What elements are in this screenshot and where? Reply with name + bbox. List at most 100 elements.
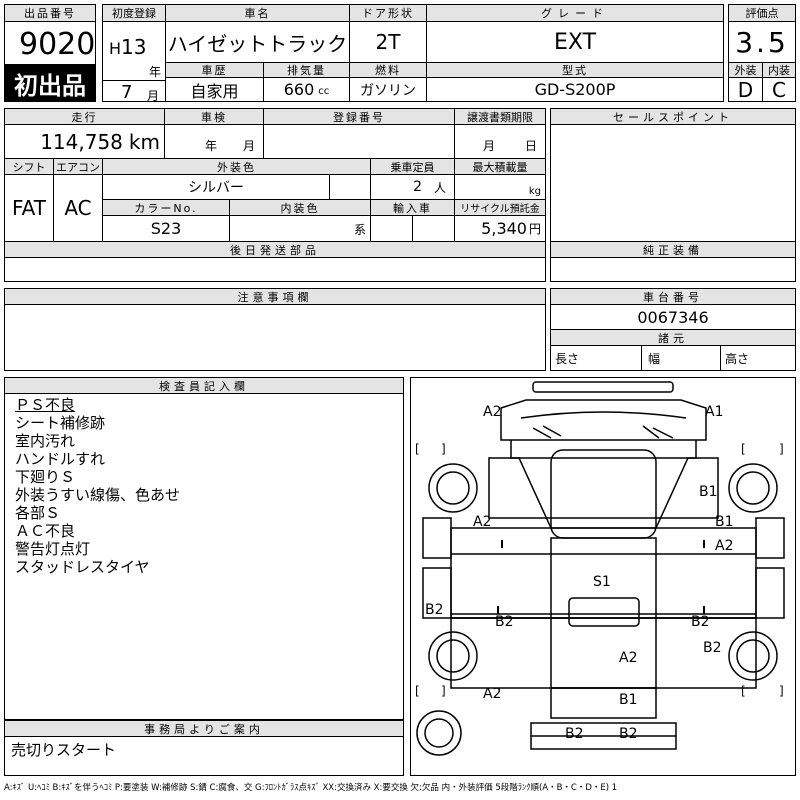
bracket-mark: [: [741, 442, 746, 456]
car-name-label: 車名: [165, 4, 350, 22]
displacement-cell: 660 cc: [263, 77, 350, 102]
displacement: 660: [283, 80, 315, 99]
damage-mark: B2: [703, 640, 722, 656]
damage-mark: B2: [495, 614, 514, 630]
ext-color: シルバー: [102, 174, 330, 200]
recycle-cell: 5,340 円: [454, 215, 546, 242]
remark-item: ＡＣ不良: [15, 522, 76, 540]
transfer-month-unit: 月: [482, 139, 495, 153]
ext-color-label: 外装色: [102, 158, 371, 175]
max-load-cell: kg: [454, 174, 546, 200]
bracket-mark: ]: [441, 442, 446, 456]
height-cell: 高さ: [720, 345, 796, 371]
lot-label: 出品番号: [4, 4, 96, 22]
genuine-label: 純正装備: [550, 241, 796, 258]
remark-item: 下廻りＳ: [15, 468, 76, 486]
length-cell: 長さ: [550, 345, 642, 371]
remark-item: シート補修跡: [15, 414, 106, 432]
recycle-unit: 円: [528, 222, 541, 236]
genuine-area: [550, 257, 796, 282]
damage-mark: B2: [565, 726, 584, 742]
damage-mark: B1: [699, 484, 718, 500]
ext-color-extra: [329, 174, 371, 200]
door-type: 2T: [349, 21, 427, 63]
door-label: ドア形状: [349, 4, 427, 22]
reg-no-cell: [263, 124, 455, 159]
mileage-label: 走行: [4, 108, 165, 125]
first-reg-year: 13: [121, 35, 147, 59]
damage-mark: B2: [425, 602, 444, 618]
office-area: 売切りスタート: [4, 736, 404, 776]
truck-outline: [416, 381, 785, 756]
notes-label: 注意事項欄: [4, 288, 546, 305]
int-color-cell: 系: [229, 215, 371, 242]
inspection-label: 車検: [164, 108, 264, 125]
exterior-grade: D: [728, 77, 763, 102]
inspector-label: 検査員記入欄: [4, 377, 404, 394]
remark-item: 各部Ｓ: [15, 504, 61, 522]
model: GD-S200P: [426, 77, 724, 102]
bracket-mark: [: [741, 684, 746, 698]
inspector-area: ＰＳ不良 シート補修跡 室内汚れ ハンドルすれ 下廻りＳ 外装うすい線傷、色あせ…: [4, 393, 404, 720]
inspection-month-unit: 月: [242, 139, 255, 153]
color-no-label: カラーNo.: [102, 199, 230, 216]
ac: AC: [53, 174, 103, 242]
fuel: ガソリン: [349, 77, 427, 102]
displacement-unit: cc: [318, 86, 330, 97]
import-cell-2: [412, 215, 455, 242]
mileage-unit: km: [128, 129, 160, 154]
remark-item: 外装うすい線傷、色あせ: [15, 486, 181, 504]
reg-no-label: 登録番号: [263, 108, 455, 125]
damage-mark: A2: [473, 514, 492, 530]
capacity-label: 乗車定員: [370, 158, 455, 175]
int-color-label: 内装色: [229, 199, 371, 216]
first-listing-text: 初出品: [14, 71, 86, 100]
interior-grade: C: [762, 77, 796, 102]
later-parts-label: 後日発送部品: [4, 241, 546, 258]
exterior-label: 外装: [728, 62, 763, 78]
damage-mark: A2: [715, 538, 734, 554]
transfer-cell: 月 日: [454, 124, 546, 159]
ac-label: エアコン: [53, 158, 103, 175]
interior-label: 内装: [762, 62, 796, 78]
damage-mark: S1: [593, 574, 611, 590]
first-reg-box: 初度登録 H 13 年 7 月: [102, 4, 166, 103]
bracket-mark: ]: [779, 442, 784, 456]
mileage: 114,758: [40, 129, 123, 154]
bracket-mark: [: [415, 442, 420, 456]
sales-point-label: セールスポイント: [550, 108, 796, 125]
first-reg-month: 7: [121, 82, 133, 103]
transfer-day-unit: 日: [524, 139, 537, 153]
chassis-label: 車台番号: [550, 288, 796, 305]
capacity-unit: 人: [433, 180, 446, 195]
width-label: 幅: [648, 352, 661, 366]
remark-item: ＰＳ不良: [15, 396, 76, 414]
bracket-mark: ]: [441, 684, 446, 698]
remark-item: スタッドレスタイヤ: [15, 558, 150, 576]
fuel-label: 燃料: [349, 62, 427, 78]
car-name: ハイゼットトラック: [165, 21, 350, 63]
chassis-number: 0067346: [550, 304, 796, 330]
mileage-cell: 114,758 km: [4, 124, 165, 159]
history: 自家用: [165, 77, 264, 102]
later-parts-area: [4, 257, 546, 282]
damage-mark: A2: [483, 404, 502, 420]
damage-mark: B2: [691, 614, 710, 630]
import-label: 輸入車: [370, 199, 455, 216]
shift-label: シフト: [4, 158, 54, 175]
capacity: 2: [413, 179, 422, 195]
damage-mark: B1: [619, 692, 638, 708]
legend: A:ｷｽﾞ U:ﾍｺﾐ B:ｷｽﾞを伴うﾍｺﾐ P:要塗装 W:補修跡 S:錆 …: [4, 783, 618, 793]
notes-area: [4, 304, 546, 371]
inspection-year-unit: 年: [204, 139, 217, 153]
score-label: 評価点: [728, 4, 796, 22]
shift: FAT: [4, 174, 54, 242]
max-load-unit: kg: [528, 186, 541, 197]
inspection-cell: 年 月: [164, 124, 264, 159]
bracket-mark: ]: [779, 684, 784, 698]
damage-mark: A2: [619, 650, 638, 666]
sales-point-area: [550, 124, 796, 242]
lot-number: 9020: [19, 27, 96, 62]
month-unit: 月: [147, 89, 160, 103]
model-label: 型式: [426, 62, 724, 78]
